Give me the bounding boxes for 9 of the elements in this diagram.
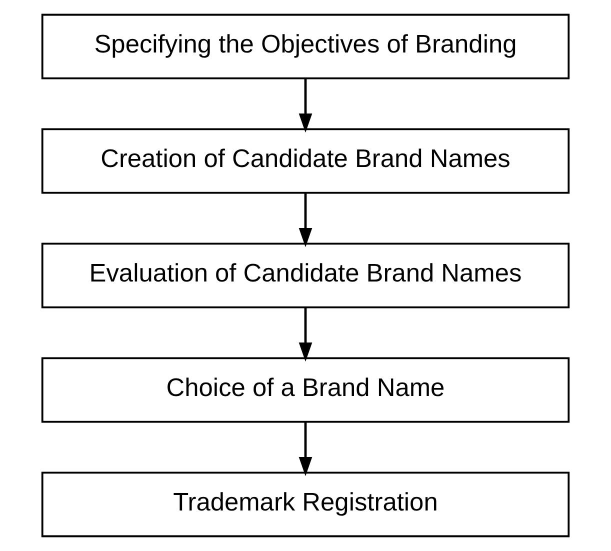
arrow (298, 193, 312, 248)
node-box: Trademark Registration (41, 472, 570, 538)
arrow (298, 78, 312, 133)
node-box: Choice of a Brand Name (41, 357, 570, 423)
node-box: Creation of Candidate Brand Names (41, 128, 570, 194)
arrow (298, 308, 312, 362)
arrow (298, 422, 312, 476)
node-box: Evaluation of Candidate Brand Names (41, 242, 570, 308)
node-box: Specifying the Objectives of Branding (41, 14, 570, 80)
